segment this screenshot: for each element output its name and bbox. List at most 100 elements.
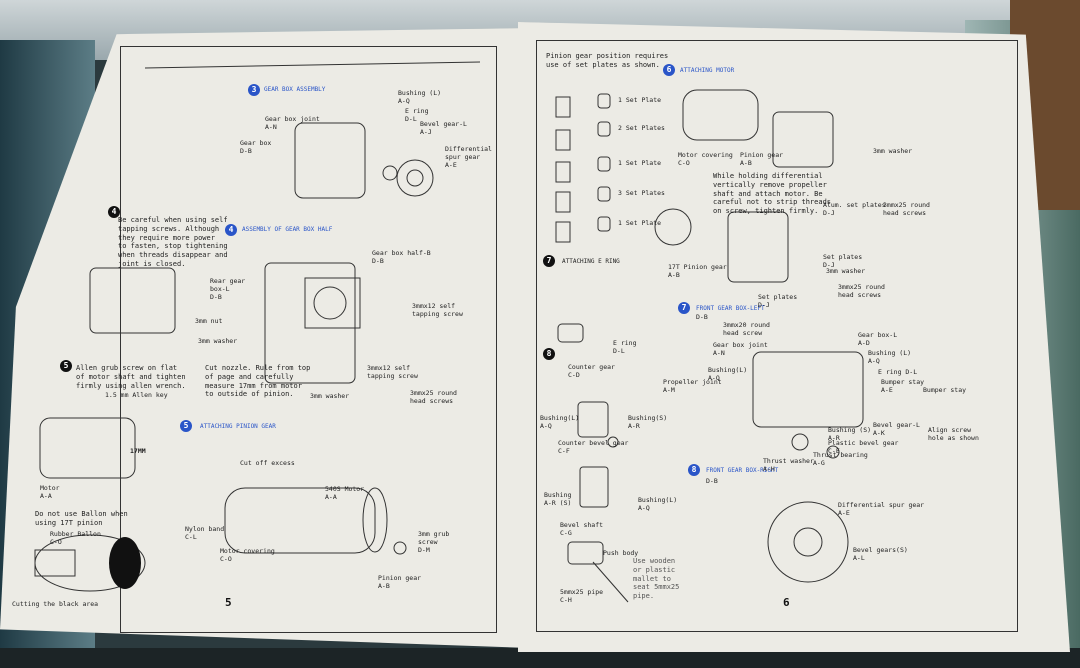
step-3-marker: 3 <box>248 84 260 96</box>
label-diff-spur: Differential spur gear A-E <box>838 501 925 517</box>
step-6-heading: ATTACHING MOTOR <box>680 67 735 74</box>
label-round-head: 3mmx25 round head screws <box>883 201 930 217</box>
label-540s-motor: 540S Motor A-A <box>325 485 365 501</box>
label-nylon-band: Nylon band C-L <box>185 525 225 541</box>
step-7b-heading: FRONT GEAR BOX-LEFT <box>696 305 765 312</box>
note-allen-grub: Allen grub screw on flat of motor shaft … <box>76 364 186 390</box>
label-diff-gear: Differential spur gear A-E <box>445 145 492 169</box>
label-bushing-l3: Bushing (L) A-Q <box>868 349 912 365</box>
set-plate-label-1: 1 Set Plate <box>618 96 662 104</box>
label-washer-b: 3mm washer <box>826 267 866 275</box>
label-bushing-l4: Bushing(L) A-Q <box>708 366 748 382</box>
label-counter-gear: Counter gear C-D <box>568 363 615 379</box>
set-plate-label-4: 3 Set Plates <box>618 189 665 197</box>
step-7b-marker: 7 <box>678 302 690 314</box>
note-cut-nozzle: Cut nozzle. Rule from top of page and ca… <box>205 364 311 399</box>
set-plate-label-2: 2 Set Plates <box>618 124 665 132</box>
label-bushing-s2: Bushing A-R (S) <box>544 491 572 507</box>
step-6-marker: 6 <box>663 64 675 76</box>
label-round-head: 3mmx25 round head screws <box>410 389 457 405</box>
step-5-marker: 5 <box>180 420 192 432</box>
page-number-right: 6 <box>783 596 790 609</box>
label-push-body: Push body <box>603 549 639 557</box>
label-set-plates-b: Set plates D-J <box>758 293 798 309</box>
label-bushing-l: Bushing(L) A-Q <box>540 414 580 430</box>
label-bumper-stay: Bumper stay A-E <box>881 378 925 394</box>
step-5-heading: ATTACHING PINION GEAR <box>200 423 276 430</box>
step-8b-sub: D-B <box>706 477 718 485</box>
label-washer: 3mm washer <box>873 147 913 155</box>
label-bevel-gears: Bevel gears(S) A-L <box>853 546 908 562</box>
set-plate-label-5: 1 Set Plate <box>618 219 662 227</box>
note-mallet: Use wooden or plastic mallet to seat 5mm… <box>633 557 680 600</box>
label-set-plates-dj: Set plates D-J <box>823 253 863 269</box>
label-bevel-shaft: Bevel shaft C-G <box>560 521 604 537</box>
label-17mm: 17MM <box>130 447 146 455</box>
label-round-head-b: 3mmx25 round head screws <box>838 283 885 299</box>
label-propeller-joint: Propeller joint A-M <box>663 378 722 394</box>
label-bushing-l: Bushing (L) A-Q <box>398 89 442 105</box>
label-thrust-washer: Thrust washer A-H <box>763 457 814 473</box>
label-gear-box-joint: Gear box joint A-N <box>713 341 768 357</box>
manual-page-right: Pinion gear position requires use of set… <box>518 22 1070 652</box>
label-gear-box: Gear box D-B <box>240 139 272 155</box>
background-table-edge <box>0 648 1080 668</box>
set-plate-label-3: 1 Set Plate <box>618 159 662 167</box>
step-8a-marker: 8 <box>543 348 555 360</box>
label-motor-covering: Motor covering C-O <box>220 547 275 563</box>
page-frame <box>536 40 1018 632</box>
page-right-drawings <box>555 89 864 603</box>
note-pinion-position: Pinion gear position requires use of set… <box>546 52 669 69</box>
label-grub-screw: 3mm grub screw D-M <box>418 530 450 554</box>
label-thrust-bearing: Thrust bearing A-G <box>813 451 868 467</box>
note-self-tapping: Be careful when using self tapping screw… <box>118 216 228 268</box>
label-self-tap-b: 3mmx12 self tapping screw <box>367 364 418 380</box>
note-5-marker: 5 <box>60 360 72 372</box>
label-motor-left: Motor A-A <box>40 484 60 500</box>
label-cutting-black: Cutting the black area <box>12 600 99 608</box>
label-rear-gear-box: Rear gear box-L D-B <box>210 277 246 301</box>
page-left-drawings <box>34 61 481 592</box>
step-4-heading: ASSEMBLY OF GEAR BOX HALF <box>242 226 333 233</box>
label-3mm-nut: 3mm nut <box>195 317 223 325</box>
label-washer-b: 3mm washer <box>310 392 350 400</box>
label-3mm-washer: 3mm washer <box>198 337 238 345</box>
label-round-head-c: 3mmx20 round head screw <box>723 321 770 337</box>
label-bumper-stay2: Bumper stay <box>923 386 967 394</box>
note-4-marker: 4 <box>108 206 120 218</box>
page-frame <box>120 46 497 633</box>
label-plastic-bevel: Plastic bevel gear C-E <box>828 439 899 455</box>
step-8b-marker: 8 <box>688 464 700 476</box>
label-bushing-l2: Bushing(L) A-Q <box>638 496 678 512</box>
step-7a-heading: ATTACHING E RING <box>562 258 620 265</box>
label-gear-box-half: Gear box half-B D-B <box>372 249 431 265</box>
label-bevel-gear-l: Bevel gear-L A-K <box>873 421 920 437</box>
label-bushing-s: Bushing(S) A-R <box>628 414 668 430</box>
label-e-ring: E ring D-L <box>405 107 429 123</box>
label-e-ring: E ring D-L <box>613 339 637 355</box>
label-17t-pinion: 17T Pinion gear A-B <box>668 263 727 279</box>
label-rubber-ballon: Rubber Ballon C-O <box>50 530 101 546</box>
label-counter-bevel: Counter bevel gear C-F <box>558 439 629 455</box>
label-motor-covering: Motor covering C-O <box>678 151 733 167</box>
page-number-left: 5 <box>225 596 232 609</box>
label-align-screw: Align screw hole as shown <box>928 426 979 442</box>
label-self-tap-a: 3mmx12 self tapping screw <box>412 302 463 318</box>
label-e-ring2: E ring D-L <box>878 368 918 376</box>
label-bevel-gear-l: Bevel gear-L A-J <box>420 120 467 136</box>
label-gear-box-l: Gear box-L A-D <box>858 331 898 347</box>
label-pinion-gear: Pinion gear A-B <box>740 151 784 167</box>
label-cut-off: Cut off excess <box>240 459 295 467</box>
step-4-marker: 4 <box>225 224 237 236</box>
label-alum-set-plates: Alum. set plates D-J <box>823 201 886 217</box>
label-bushing-s3: Bushing (S) A-R <box>828 426 872 442</box>
manual-page-left: 3 GEAR BOX ASSEMBLY 4 ASSEMBLY OF GEAR B… <box>0 28 530 648</box>
step-3-heading: GEAR BOX ASSEMBLY <box>264 86 326 93</box>
label-pipe: 5mmx25 pipe C-H <box>560 588 604 604</box>
label-allen-key: 1.5 mm Allen key <box>105 391 168 399</box>
note-holding-differential: While holding differential vertically re… <box>713 172 832 215</box>
label-pinion-gear: Pinion gear A-B <box>378 574 422 590</box>
note-balloon: Do not use Ballon when using 17T pinion <box>35 510 128 527</box>
step-7a-marker: 7 <box>543 255 555 267</box>
step-8b-heading: FRONT GEAR BOX-RIGHT <box>706 467 779 474</box>
